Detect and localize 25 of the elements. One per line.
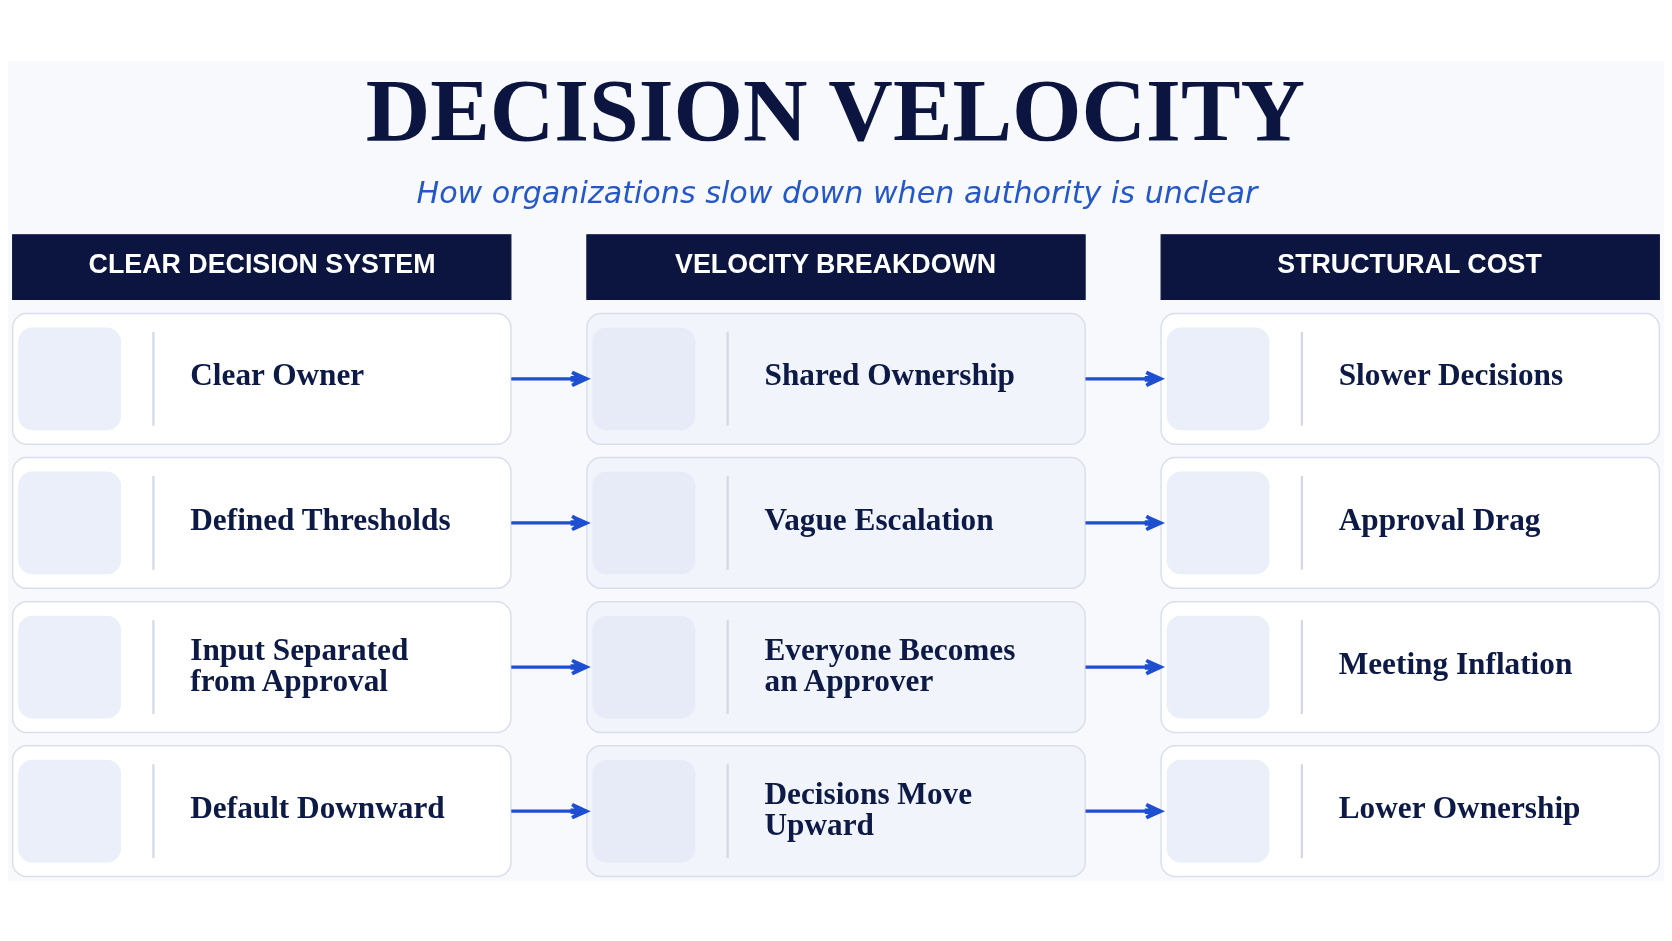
arrow bbox=[511, 802, 589, 819]
node-box: STRUCTURAL COST bbox=[1160, 233, 1660, 300]
node-box: Default Downward bbox=[11, 744, 512, 877]
node-box: Approval Drag bbox=[1160, 456, 1661, 589]
diagram-title: DECISION VELOCITY bbox=[365, 59, 1306, 159]
node-box: Defined Thresholds bbox=[11, 456, 512, 589]
node-box: Everyone Becomes an Approver bbox=[586, 600, 1086, 733]
node-box: Lower Ownership bbox=[1160, 744, 1661, 877]
arrow bbox=[511, 658, 589, 675]
arrow bbox=[511, 514, 589, 531]
node-box: Input Separated from Approval bbox=[11, 600, 512, 733]
arrow bbox=[1085, 370, 1163, 387]
node-box: Shared Ownership bbox=[586, 312, 1086, 445]
node-box: Vague Escalation bbox=[586, 456, 1086, 589]
node-box: Clear Owner bbox=[11, 312, 512, 445]
arrow bbox=[1085, 802, 1163, 819]
label: How organizations slow down when authority is unclear bbox=[416, 174, 1258, 210]
arrow bbox=[1085, 514, 1163, 531]
node-box: Meeting Inflation bbox=[1160, 600, 1661, 733]
node-box: Decisions Move Upward bbox=[586, 744, 1086, 877]
node-box: VELOCITY BREAKDOWN bbox=[586, 233, 1086, 300]
node-box: CLEAR DECISION SYSTEM bbox=[12, 233, 512, 300]
arrow bbox=[511, 370, 589, 387]
node-box: Slower Decisions bbox=[1160, 312, 1661, 445]
arrow bbox=[1085, 658, 1163, 675]
